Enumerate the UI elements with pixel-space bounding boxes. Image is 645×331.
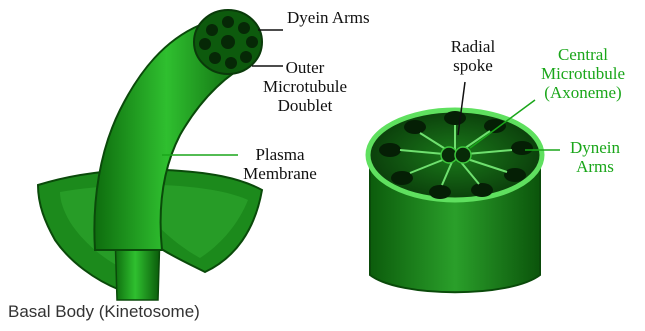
label-radial-spoke: Radial spoke (438, 37, 508, 75)
label-radial-line1: Radial (438, 37, 508, 56)
label-outer-line3: Doublet (250, 96, 360, 115)
label-dyein-arms: Dyein Arms (287, 8, 357, 27)
label-dynein-line2: Arms (555, 157, 635, 176)
central-microtubule-b (455, 147, 471, 163)
label-plasma-membrane: Plasma Membrane (225, 145, 335, 183)
label-outer-line2: Microtubule (250, 77, 360, 96)
axoneme-cylinder (368, 82, 560, 292)
label-outer-line1: Outer (250, 58, 360, 77)
label-basal-body: Basal Body (Kinetosome) (8, 302, 298, 321)
label-radial-line2: spoke (438, 56, 508, 75)
label-plasma-line1: Plasma (225, 145, 335, 164)
label-basal-body-text: Basal Body (Kinetosome) (8, 302, 200, 321)
label-central-microtubule: Central Microtubule (Axoneme) (528, 45, 638, 102)
label-dyein-arms-text: Dyein Arms (287, 8, 370, 27)
label-dynein-arms-right: Dynein Arms (555, 138, 635, 176)
label-outer-doublet: Outer Microtubule Doublet (250, 58, 360, 115)
label-central-line3: (Axoneme) (528, 83, 638, 102)
label-central-line1: Central (528, 45, 638, 64)
label-plasma-line2: Membrane (225, 164, 335, 183)
label-dynein-line1: Dynein (555, 138, 635, 157)
label-central-line2: Microtubule (528, 64, 638, 83)
